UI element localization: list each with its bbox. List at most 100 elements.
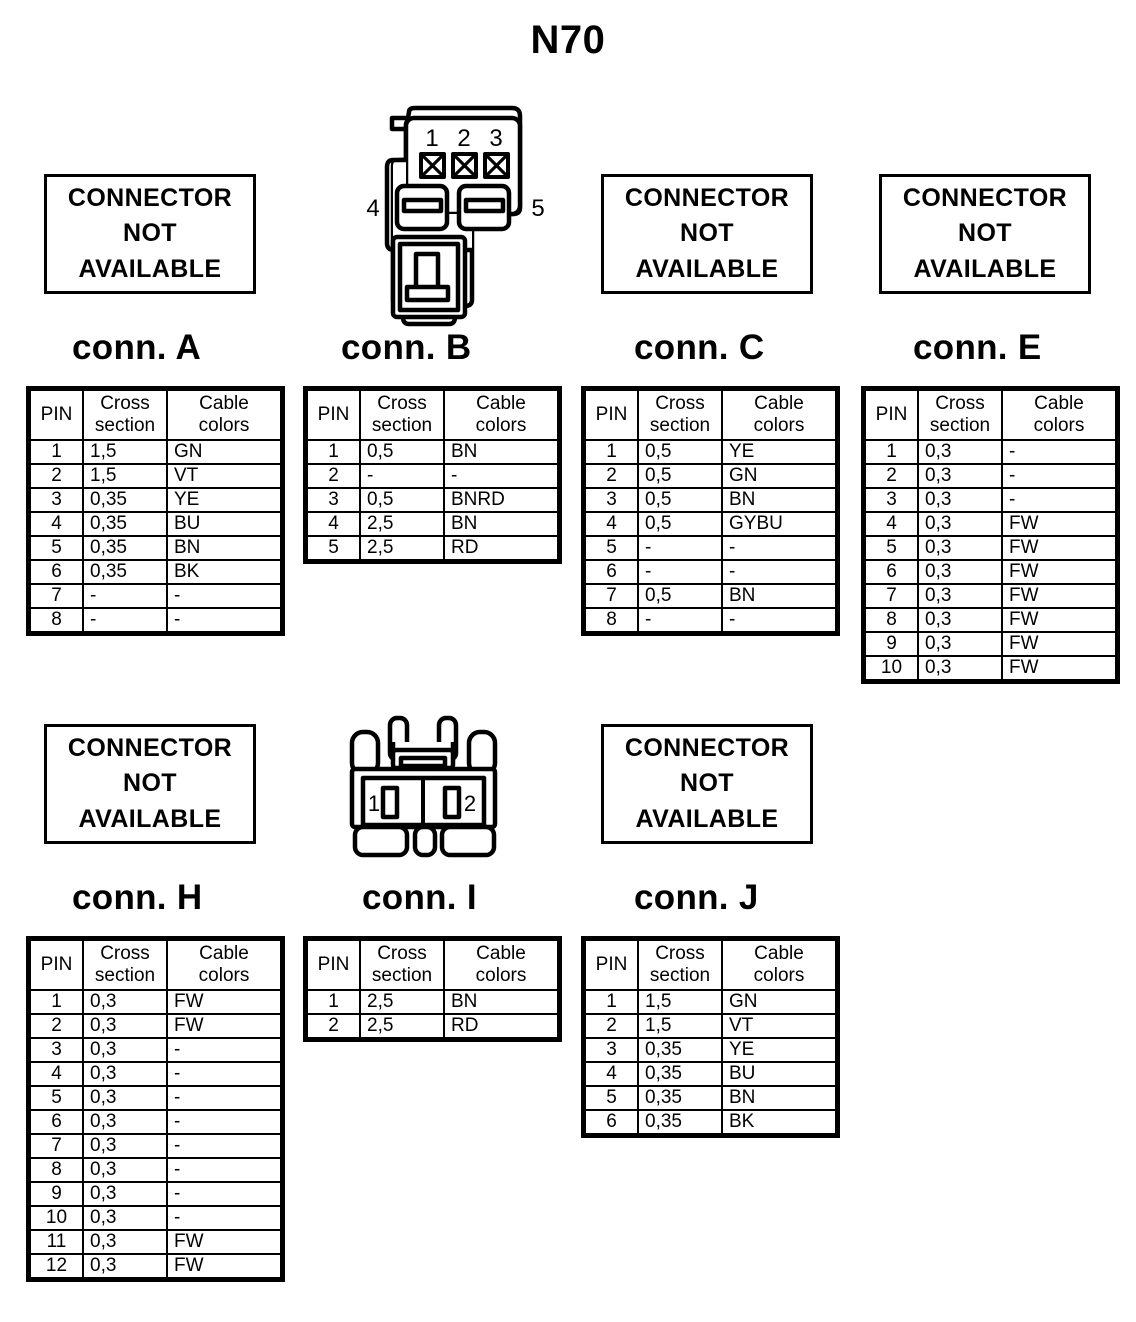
- cell-cable-color: BN: [721, 487, 837, 513]
- cell-pin: 11: [29, 1229, 84, 1255]
- table-header-row: PIN Cross section Cable colors: [584, 939, 837, 991]
- cell-cross-section: -: [82, 583, 168, 609]
- header-color-line1: Cable: [199, 942, 249, 964]
- pin-label-5: 5: [531, 195, 544, 222]
- header-cross-section: Cross section: [359, 389, 445, 441]
- cell-pin: 5: [306, 535, 361, 561]
- pin-label-2: 2: [457, 125, 470, 152]
- cell-cable-color: -: [166, 1037, 282, 1063]
- cell-cross-section: 0,3: [82, 1157, 168, 1183]
- header-cross-line2: section: [649, 415, 711, 436]
- cell-cross-section: 1,5: [637, 1013, 723, 1039]
- header-color-line2: colors: [1033, 415, 1085, 436]
- header-color-line2: colors: [198, 965, 250, 986]
- cell-cable-color: -: [1001, 463, 1117, 489]
- table-header-row: PIN Cross section Cable colors: [306, 939, 559, 991]
- cell-pin: 8: [29, 607, 84, 633]
- header-cross-line2: section: [649, 965, 711, 986]
- cell-pin: 4: [584, 511, 639, 537]
- connector-c-caption: conn. C: [634, 328, 765, 367]
- header-cable-colors: Cable colors: [1001, 389, 1117, 441]
- cell-cable-color: YE: [721, 1037, 837, 1063]
- cell-cross-section: 0,3: [82, 1061, 168, 1087]
- table-row: 8--: [584, 607, 837, 633]
- cell-pin: 3: [584, 1037, 639, 1063]
- cell-cross-section: 0,35: [637, 1037, 723, 1063]
- cell-pin: 5: [584, 535, 639, 561]
- cell-cable-color: RD: [443, 535, 559, 561]
- cell-pin: 5: [29, 1085, 84, 1111]
- cell-pin: 2: [584, 1013, 639, 1039]
- cell-cable-color: YE: [721, 439, 837, 465]
- cell-cross-section: -: [637, 559, 723, 585]
- cell-cable-color: GYBU: [721, 511, 837, 537]
- cell-cable-color: FW: [166, 1229, 282, 1255]
- cell-cable-color: BN: [443, 989, 559, 1015]
- header-cross-section: Cross section: [82, 939, 168, 991]
- cell-pin: 1: [29, 439, 84, 465]
- cell-pin: 12: [29, 1253, 84, 1279]
- cell-cross-section: 0,3: [917, 535, 1003, 561]
- cell-cross-section: 0,3: [917, 463, 1003, 489]
- cell-cross-section: 0,3: [917, 511, 1003, 537]
- page-title: N70: [530, 18, 606, 62]
- header-cross-section: Cross section: [82, 389, 168, 441]
- cell-pin: 2: [864, 463, 919, 489]
- header-cable-colors: Cable colors: [166, 389, 282, 441]
- cell-cross-section: 0,3: [917, 655, 1003, 681]
- cell-cable-color: -: [166, 1085, 282, 1111]
- header-cross-section: Cross section: [917, 389, 1003, 441]
- pin-label-4: 4: [366, 195, 379, 222]
- cell-pin: 7: [29, 1133, 84, 1159]
- cell-cross-section: -: [637, 535, 723, 561]
- cell-cable-color: FW: [1001, 511, 1117, 537]
- cell-cable-color: -: [166, 1181, 282, 1207]
- cell-pin: 3: [29, 1037, 84, 1063]
- pin-label-1: 1: [368, 791, 380, 816]
- cell-cable-color: FW: [1001, 559, 1117, 585]
- cell-cable-color: VT: [721, 1013, 837, 1039]
- connector-j-caption: conn. J: [634, 878, 759, 917]
- cell-cross-section: 0,3: [917, 583, 1003, 609]
- cell-pin: 4: [584, 1061, 639, 1087]
- header-cable-colors: Cable colors: [721, 939, 837, 991]
- cell-cross-section: 0,35: [82, 487, 168, 513]
- header-cross-line1: Cross: [655, 392, 705, 414]
- na-line-3: AVAILABLE: [635, 254, 779, 283]
- header-color-line2: colors: [475, 415, 527, 436]
- cell-cable-color: GN: [166, 439, 282, 465]
- cell-pin: 8: [584, 607, 639, 633]
- connector-j-not-available-box: CONNECTOR NOT AVAILABLE: [601, 724, 813, 844]
- na-line-3: AVAILABLE: [78, 254, 222, 283]
- cell-cross-section: 0,35: [82, 559, 168, 585]
- connector-b-drawing: 1 2 3 4 5: [360, 104, 560, 334]
- cell-cross-section: 0,3: [82, 1133, 168, 1159]
- header-pin: PIN: [306, 939, 361, 991]
- header-color-line1: Cable: [754, 392, 804, 414]
- connector-h-not-available-box: CONNECTOR NOT AVAILABLE: [44, 724, 256, 844]
- cell-cross-section: 1,5: [82, 463, 168, 489]
- header-cross-line1: Cross: [377, 942, 427, 964]
- cell-pin: 2: [29, 1013, 84, 1039]
